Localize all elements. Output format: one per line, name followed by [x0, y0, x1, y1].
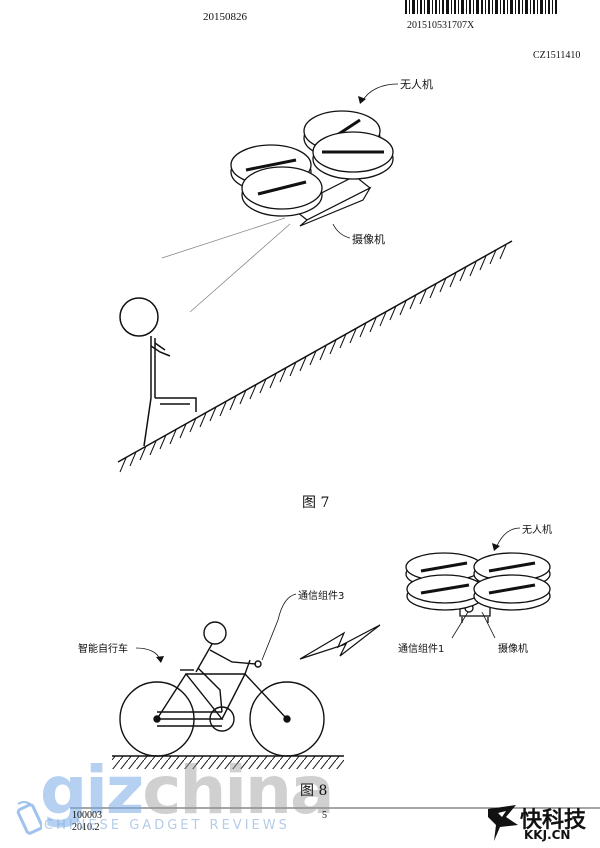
fig8-drone-leader: [495, 527, 521, 549]
fig7-person: [119, 297, 197, 447]
fig8-drone-arrow: [492, 543, 500, 551]
fig8-label-comm1: 通信组件1: [398, 644, 445, 655]
gizchina-watermark: gizchina: [40, 752, 335, 829]
fig8-bike-leader: [135, 647, 161, 661]
fig7-camera-leader: [332, 223, 351, 239]
fig8-rider: [195, 621, 262, 713]
kkj-bird-icon: [488, 805, 518, 841]
fig8-comm3-leader: [261, 593, 297, 661]
fig8-label-comm3: 通信组件3: [298, 591, 345, 602]
fig7-drone: [230, 110, 394, 217]
fig7-drone-arrow: [358, 96, 366, 104]
gizchina-watermark-giz: giz: [40, 752, 144, 829]
gizchina-device-icon: [16, 801, 42, 835]
fig8-label-drone: 无人机: [522, 525, 552, 536]
kkj-logo-url: KKJ.CN: [524, 828, 571, 842]
gizchina-watermark-china: china: [142, 752, 334, 829]
header-code: CZ1511410: [533, 50, 581, 61]
barcode: [405, 0, 557, 14]
fig7-slope: [117, 240, 513, 473]
fig8-label-camera: 摄像机: [498, 644, 528, 655]
fig8-comm1-leader: [451, 611, 469, 639]
gizchina-subtitle: CHINESE GADGET REVIEWS: [44, 818, 290, 833]
header-date: 20150826: [203, 11, 247, 23]
header-serial: 201510531707X: [407, 20, 475, 31]
kkj-logo-name: 快科技: [520, 808, 587, 833]
fig8-signal-bolt: [299, 624, 381, 660]
fig7-label-drone: 无人机: [400, 78, 433, 91]
fig7-drone-leader: [361, 83, 399, 103]
fig7-caption: 图 7: [302, 495, 330, 511]
fig7-label-camera: 摄像机: [352, 233, 385, 246]
fig8-label-bike: 智能自行车: [78, 644, 128, 655]
footer-page-number: 5: [322, 810, 327, 821]
fig8-bicycle: [119, 659, 325, 757]
fig8-caption: 图 8: [300, 783, 328, 799]
fig8-bike-arrow: [156, 656, 164, 663]
footer-form-date: 2010.2: [72, 822, 100, 833]
fig7-view-lines: [161, 217, 291, 313]
fig8-camera-leader: [481, 611, 496, 639]
footer-form-number: 100003: [72, 810, 102, 821]
fig8-drone: [405, 552, 551, 623]
